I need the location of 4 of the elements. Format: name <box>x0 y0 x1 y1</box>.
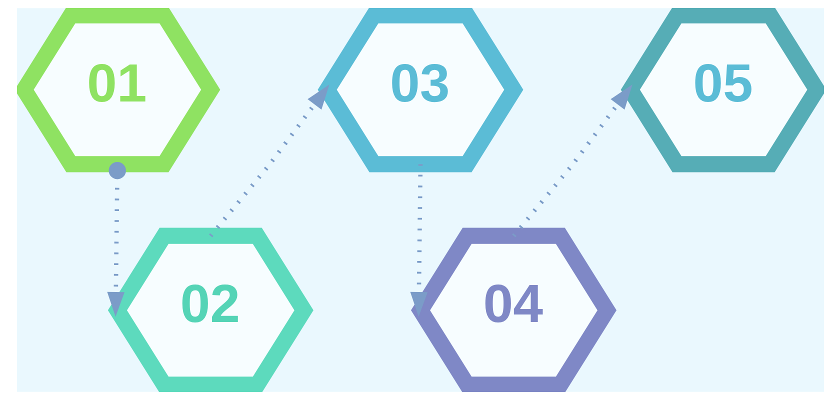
arrow <box>410 164 428 317</box>
arrow <box>208 84 329 238</box>
arrow <box>512 84 632 238</box>
arrow <box>106 162 126 317</box>
